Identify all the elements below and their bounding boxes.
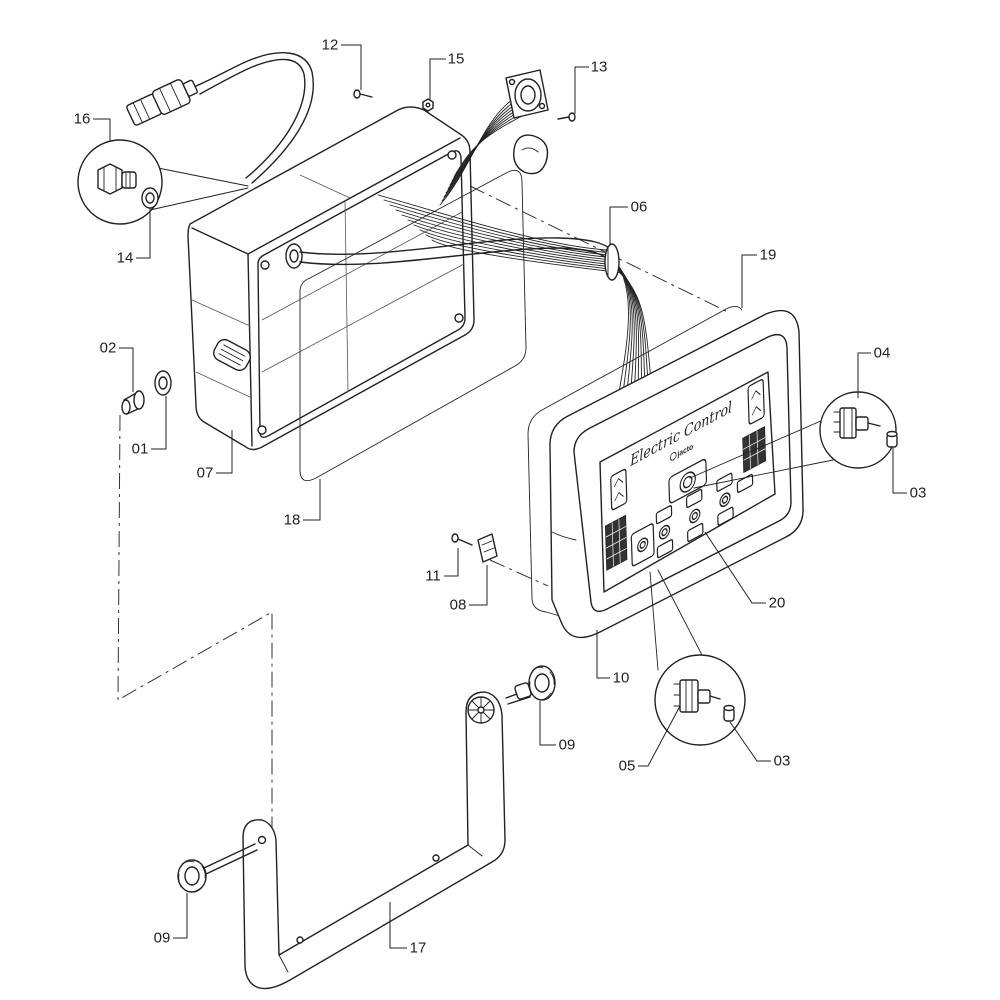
screw-11: [451, 533, 473, 546]
mounting-bracket: [242, 691, 506, 990]
callout-label-17: 17: [410, 940, 427, 957]
panel-gasket-loop: [527, 305, 743, 617]
harness-wire: [383, 199, 631, 400]
cable-gland: [285, 243, 303, 269]
callout-label-06: 06: [631, 199, 648, 216]
corner-screw-head: [454, 313, 464, 323]
callout-label-03: 03: [774, 753, 791, 770]
callout-label-09: 09: [154, 930, 171, 947]
callout-label-04: 04: [874, 345, 891, 362]
toggle-switch-04: [833, 407, 881, 439]
harness-wire-upper: [453, 113, 527, 178]
main-cable: [299, 237, 613, 266]
control-box-housing: [187, 106, 475, 451]
switch-05-detail-callout: [649, 569, 746, 746]
star-knob-lower: [177, 843, 258, 893]
serrated-washer-face: [467, 696, 495, 724]
callout-label-15: 15: [448, 51, 465, 68]
screw-12: [353, 89, 373, 99]
callout-label-13: 13: [591, 59, 608, 76]
side-latch: [213, 338, 251, 372]
switch-cap-03: [886, 430, 898, 448]
callout-label-10: 10: [613, 670, 630, 687]
connector-cap: [512, 134, 549, 175]
wiring-harness-upper: [439, 99, 527, 206]
callout-leader-lines: [93, 44, 907, 949]
switch-04-detail-callout: [689, 391, 897, 489]
connector-08: [477, 533, 498, 563]
callout-label-05: 05: [619, 758, 636, 775]
callout-label-03: 03: [910, 485, 927, 502]
bracket-hole: [296, 936, 304, 944]
callout-label-14: 14: [117, 250, 134, 267]
corner-screw-head: [447, 150, 457, 160]
right-arrow-switch-block: [747, 378, 765, 425]
wiring-harness: [377, 194, 655, 412]
harness-wire: [389, 204, 633, 402]
corner-screw-head: [257, 425, 267, 435]
washer-01: [154, 370, 172, 396]
callout-label-11: 11: [425, 568, 441, 585]
brand-logo-icon: [669, 451, 677, 461]
callout-label-12: 12: [322, 37, 339, 54]
lower-left-switch-block: [630, 523, 655, 567]
nut-15: [422, 98, 434, 112]
callout-label-09: 09: [559, 737, 576, 754]
grommet-02: [121, 390, 145, 415]
left-function-grid: [604, 514, 628, 571]
callout-label-20: 20: [769, 595, 786, 612]
assembly-center-lines: [117, 185, 729, 835]
callout-label-18: 18: [284, 512, 301, 529]
callout-label-16: 16: [74, 111, 91, 128]
callout-label-07: 07: [197, 465, 214, 482]
screw-13: [557, 112, 576, 122]
corner-screw-head: [260, 260, 270, 270]
gland-nut-part: [141, 187, 159, 209]
bracket-hole: [432, 854, 440, 862]
callout-label-08: 08: [450, 597, 467, 614]
left-arrow-switch-block: [610, 468, 628, 511]
star-knob-upper: [505, 665, 556, 705]
plug-connector: [126, 79, 198, 126]
cable-tie: [604, 243, 620, 281]
callout-label-02: 02: [100, 340, 117, 357]
gland-detail-callout: [77, 139, 249, 225]
toggle-switch-05: [673, 679, 721, 713]
callout-labels: 12 15 13 16 14 06 19 02 01 07 04 03 18 1…: [74, 37, 927, 957]
control-panel: Electric Control jacto: [549, 309, 804, 639]
switch-cap-03: [723, 704, 735, 722]
plug-cable: [195, 52, 314, 184]
callout-label-01: 01: [132, 441, 149, 458]
cable-gland-part: [97, 163, 137, 195]
bracket-hole: [257, 835, 267, 845]
round-connector: [505, 69, 549, 119]
box-gasket-loop: [299, 169, 527, 482]
callout-label-19: 19: [760, 247, 777, 264]
harness-wire: [377, 194, 629, 399]
